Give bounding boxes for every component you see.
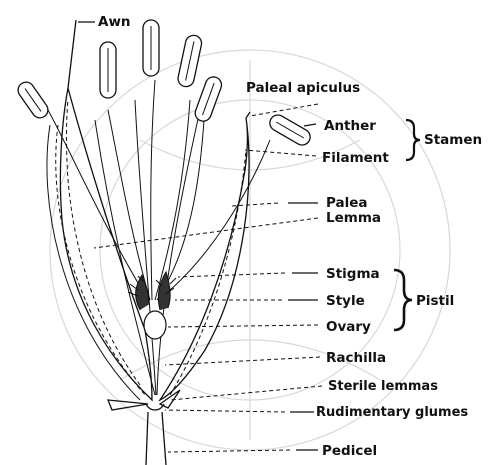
- ovary-shape: [144, 311, 166, 339]
- anther-1: [15, 79, 51, 121]
- awn-shape: [68, 20, 76, 88]
- anther-4: [177, 34, 203, 88]
- label-pistil: Pistil: [416, 293, 454, 309]
- palea-shape: [160, 118, 249, 400]
- palea-inner-line: [170, 150, 246, 395]
- filament-1: [108, 110, 150, 300]
- label-stigma: Stigma: [326, 266, 380, 282]
- label-stamen: Stamen: [424, 132, 482, 148]
- stamen-bracket: [406, 120, 420, 160]
- filament-2: [151, 80, 155, 300]
- lemma-inner-line: [67, 100, 141, 385]
- label-sterile-lemmas: Sterile lemmas: [328, 379, 438, 394]
- label-style: Style: [326, 293, 365, 309]
- label-pedicel: Pedicel: [322, 443, 377, 459]
- label-lemma: Lemma: [326, 210, 381, 226]
- label-rachilla: Rachilla: [326, 350, 386, 366]
- anther-2: [100, 42, 116, 98]
- anther-3: [143, 20, 159, 76]
- label-ovary: Ovary: [326, 319, 371, 335]
- filament-4: [157, 120, 204, 300]
- label-awn: Awn: [98, 14, 131, 30]
- anther-6: [267, 112, 313, 148]
- label-rudimentary-glumes: Rudimentary glumes: [316, 405, 468, 420]
- label-anther: Anther: [324, 118, 376, 134]
- anther-5: [193, 75, 224, 124]
- label-palea: Palea: [326, 195, 368, 211]
- pedicel-shape-right: [162, 412, 166, 465]
- label-filament: Filament: [322, 150, 389, 166]
- label-paleal-apiculus: Paleal apiculus: [246, 80, 360, 96]
- pedicel-shape: [146, 412, 148, 465]
- lemma-shape: [60, 88, 152, 400]
